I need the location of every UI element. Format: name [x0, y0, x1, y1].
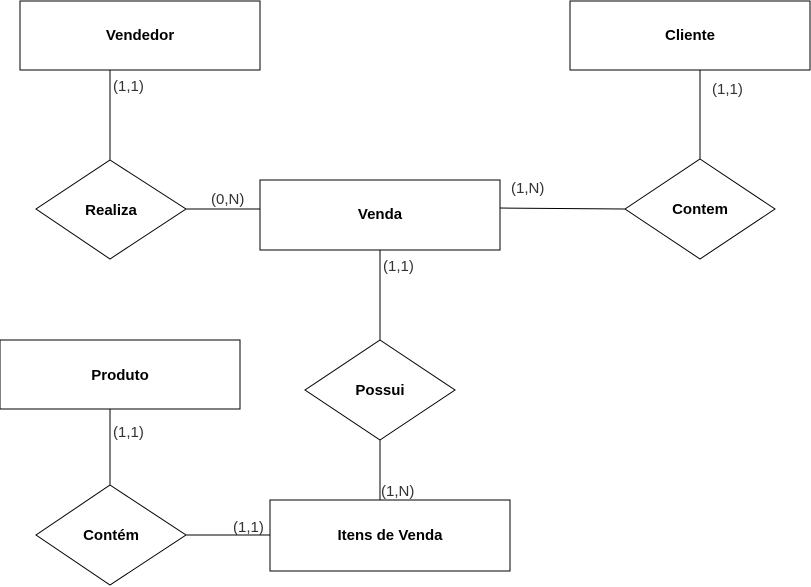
entity-vendedor-label: Vendedor — [106, 27, 175, 44]
entity-vendedor[interactable]: Vendedor — [19, 0, 261, 71]
cardinality-cliente-contem: (1,1) — [712, 81, 743, 98]
relationship-contem-label: Contem — [672, 201, 728, 218]
cardinality-realiza-venda: (0,N) — [211, 191, 244, 208]
cardinality-venda-contem: (1,N) — [511, 180, 544, 197]
relationship-realiza-label: Realiza — [85, 202, 137, 219]
entity-cliente-label: Cliente — [665, 27, 715, 44]
relationship-possui[interactable]: Possui — [304, 339, 456, 441]
relationship-contem[interactable]: Contem — [624, 158, 776, 260]
entity-produto[interactable]: Produto — [0, 339, 241, 410]
entity-itens-de-venda-label: Itens de Venda — [337, 527, 443, 544]
cardinality-vendedor-realiza: (1,1) — [113, 78, 144, 95]
relationship-realiza[interactable]: Realiza — [35, 159, 187, 260]
relationship-possui-label: Possui — [355, 382, 404, 399]
entity-venda[interactable]: Venda — [259, 179, 501, 251]
entity-itens-de-venda[interactable]: Itens de Venda — [269, 499, 511, 572]
cardinality-produto-contem: (1,1) — [113, 424, 144, 441]
entity-venda-label: Venda — [358, 206, 403, 223]
relationship-contem-produto-label: Contém — [83, 527, 139, 544]
cardinality-venda-possui: (1,1) — [383, 258, 414, 275]
connector-venda-contem — [499, 207, 626, 210]
cardinality-contem-itens: (1,1) — [233, 519, 264, 536]
entity-cliente[interactable]: Cliente — [569, 0, 811, 71]
relationship-contem-produto[interactable]: Contém — [35, 484, 187, 586]
cardinality-possui-itens: (1,N) — [381, 483, 414, 500]
entity-produto-label: Produto — [91, 367, 149, 384]
